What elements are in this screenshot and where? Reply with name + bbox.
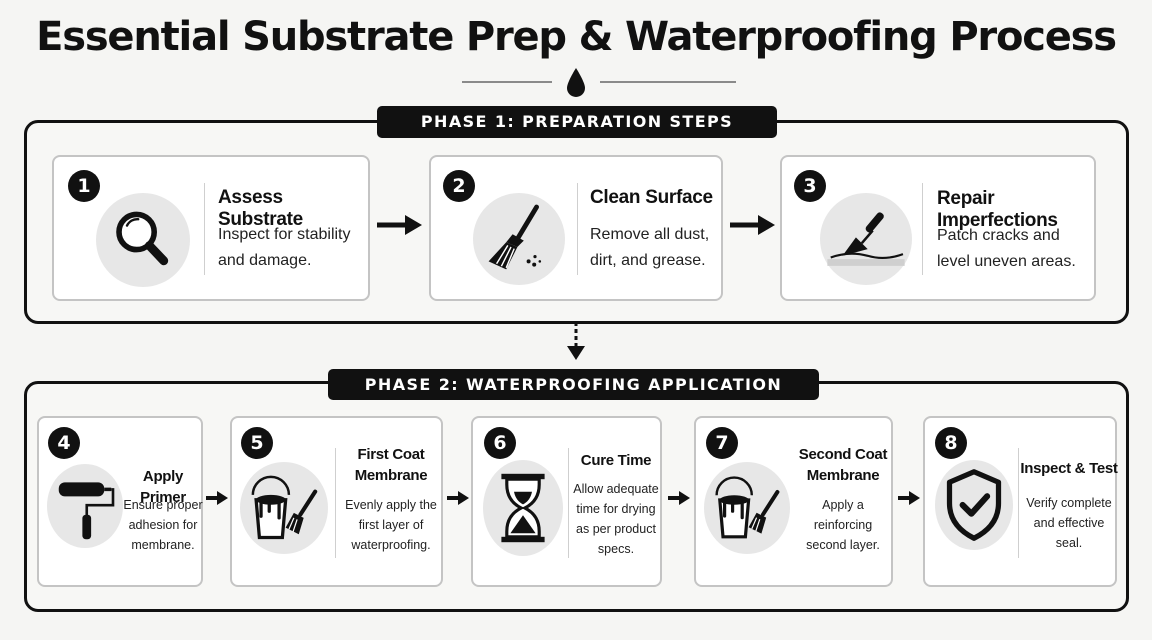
step-description-line: first layer of [358, 518, 424, 532]
step-description-line: Apply a [822, 498, 864, 512]
step-description-line: level uneven areas. [937, 253, 1076, 270]
trowel-icon [820, 193, 912, 285]
step-card-2: 2 Clean Surface Remove all dust, dirt, a… [429, 155, 723, 301]
title-rule-right [600, 81, 736, 83]
broom-icon [473, 193, 565, 285]
arrow-right-icon [898, 491, 920, 505]
step-description-line: Remove all dust, [590, 226, 710, 243]
step-description-line: second layer. [806, 538, 880, 552]
arrow-right-icon [377, 215, 422, 235]
step-description-line: time for drying [576, 502, 656, 516]
step-description-line: Patch cracks and [937, 227, 1060, 244]
step-description-line: Inspect for stability [218, 226, 351, 243]
arrow-right-icon [668, 491, 690, 505]
paint-roller-icon [47, 464, 123, 548]
step-number-badge: 8 [935, 427, 967, 459]
step-number-badge: 3 [794, 170, 826, 202]
step-description-line: Ensure proper [123, 498, 203, 512]
step-description-line: and effective [1033, 516, 1105, 530]
card-divider [1018, 448, 1019, 558]
step-description-line: as per product [576, 522, 656, 536]
step-title: Inspect & Test [1020, 460, 1118, 477]
title-rule-left [462, 81, 552, 83]
step-title: Clean Surface [590, 187, 713, 208]
step-card-1: 1 Assess Substrate Inspect for stability… [52, 155, 370, 301]
step-description-line: waterproofing. [351, 538, 431, 552]
page-title: Essential Substrate Prep & Waterproofing… [36, 14, 1117, 60]
arrow-right-icon [447, 491, 469, 505]
step-title: Membrane [806, 467, 880, 484]
step-description-line: Evenly apply the [345, 498, 437, 512]
step-number-badge: 6 [484, 427, 516, 459]
card-divider [922, 183, 923, 275]
step-number-badge: 5 [241, 427, 273, 459]
step-title: Assess Substrate [218, 187, 303, 230]
arrow-right-icon [730, 215, 775, 235]
hourglass-icon [483, 460, 563, 556]
step-card-7: 7 Second Coat Membrane Apply a reinforci… [694, 416, 893, 587]
step-card-3: 3 Repair Imperfections Patch cracks and … [780, 155, 1096, 301]
card-divider [577, 183, 578, 275]
step-card-8: 8 Inspect & Test Verify complete and eff… [923, 416, 1118, 587]
phase-2-label: PHASE 2: WATERPROOFING APPLICATION [328, 369, 819, 400]
step-description-line: dirt, and grease. [590, 252, 706, 269]
step-number-badge: 1 [68, 170, 100, 202]
paint-bucket-brush-icon [704, 462, 790, 554]
step-title: First Coat [357, 446, 425, 463]
water-drop-icon [567, 68, 585, 97]
step-description-line: and damage. [218, 252, 312, 269]
step-title: Apply Primer [140, 468, 186, 506]
step-description-line: Verify complete [1026, 496, 1112, 510]
step-description-line: adhesion for [128, 518, 198, 532]
arrow-down-icon [567, 322, 585, 360]
step-card-5: 5 First Coat Membrane Evenly apply the f… [230, 416, 443, 587]
card-divider [204, 183, 205, 275]
step-description-line: seal. [1055, 536, 1083, 550]
shield-check-icon [935, 460, 1013, 550]
step-card-4: 4 Apply Primer Ensure proper adhesion fo… [37, 416, 203, 587]
step-description-line: reinforcing [813, 518, 873, 532]
step-number-badge: 4 [48, 427, 80, 459]
step-title: Second Coat [798, 446, 888, 463]
step-card-6: 6 Cure Time Allow adequate time for dryi… [471, 416, 662, 587]
arrow-right-icon [206, 491, 228, 505]
card-divider [335, 448, 336, 558]
step-description-line: Allow adequate [573, 482, 659, 496]
card-divider [568, 448, 569, 558]
magnifying-glass-icon [96, 193, 190, 287]
step-title: Cure Time [580, 452, 652, 469]
step-number-badge: 7 [706, 427, 738, 459]
step-title: Repair Imperfections [937, 188, 1058, 231]
paint-bucket-brush-icon [240, 462, 328, 554]
step-description-line: membrane. [131, 538, 195, 552]
phase-1-label: PHASE 1: PREPARATION STEPS [377, 106, 777, 138]
step-title: Membrane [354, 467, 428, 484]
step-number-badge: 2 [443, 170, 475, 202]
step-description-line: specs. [597, 542, 635, 556]
